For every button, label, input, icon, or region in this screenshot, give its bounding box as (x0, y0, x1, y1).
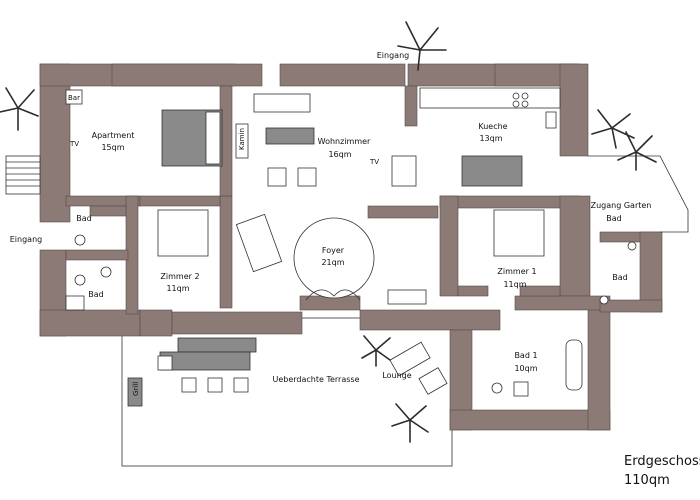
wohnzimmer-table (265, 127, 315, 145)
tv-apartment-label: TV (69, 140, 79, 148)
lounge-label: Lounge (382, 371, 411, 380)
lounge-sofa (389, 341, 431, 377)
grill-label: Grill (132, 382, 140, 396)
plant-icon (0, 21, 657, 443)
eingang-top-label: Eingang (377, 51, 409, 60)
grill (127, 377, 143, 407)
kitchen-counter (419, 87, 561, 109)
bad-left-lower-label: Bad (88, 290, 103, 299)
wohnzimmer-area: 16qm (328, 150, 351, 159)
apartment-area: 15qm (101, 143, 124, 152)
zimmer1-label: Zimmer 1 (497, 267, 536, 276)
zimmer1-bed (493, 209, 545, 257)
bathtub (565, 339, 583, 391)
terrasse-label: Ueberdachte Terrasse (272, 375, 359, 384)
eingang-left-label: Eingang (10, 235, 42, 244)
foyer-circle (293, 217, 375, 299)
terrace-floor (121, 317, 453, 467)
zimmer2-bed (157, 209, 209, 257)
zimmer2-area: 11qm (166, 284, 189, 293)
floor-title: Erdgeschoss (624, 454, 700, 469)
bad-right-label: Bad (612, 273, 627, 282)
zimmer1-area: 11qm (503, 280, 526, 289)
terrace-table (159, 351, 251, 371)
zimmer2-label: Zimmer 2 (160, 272, 199, 281)
wohnzimmer-label: Wohnzimmer (318, 137, 371, 146)
wohnzimmer-sofa (253, 93, 311, 113)
tv-wohnzimmer-label: TV (369, 158, 379, 166)
bad1-area: 10qm (514, 364, 537, 373)
foyer-label: Foyer (322, 246, 345, 255)
terrace-bench (177, 337, 257, 353)
zugang-garten-label: Zugang Garten (591, 201, 652, 210)
bar-label: Bar (68, 94, 80, 102)
apartment-label: Apartment (92, 131, 135, 140)
kueche-label: Kueche (478, 122, 507, 131)
bad-left-upper-label: Bad (76, 214, 91, 223)
zugang-garten-bad-label: Bad (606, 214, 621, 223)
walls (39, 63, 663, 431)
kamin-label: Kamin (238, 128, 246, 150)
kueche-area: 13qm (479, 134, 502, 143)
foyer-area: 21qm (321, 258, 344, 267)
floor-area: 110qm (624, 473, 670, 488)
bad1-label: Bad 1 (514, 351, 537, 360)
kitchen-island (461, 155, 523, 187)
